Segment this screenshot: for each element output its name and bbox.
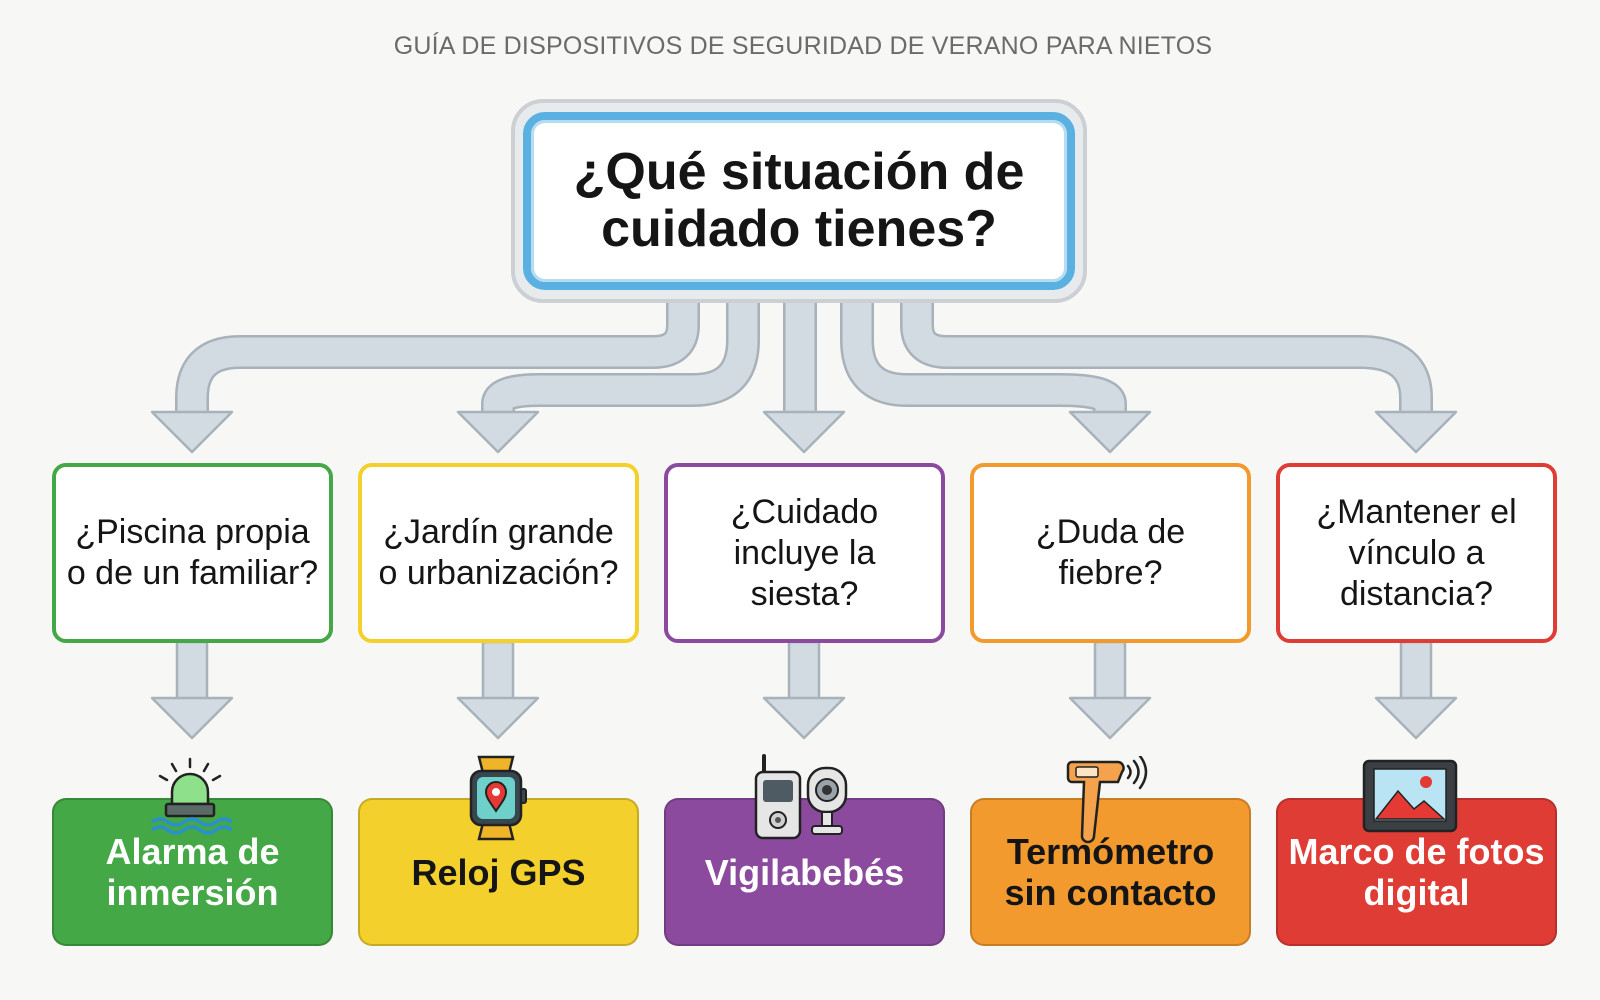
answer-box-immersion-alarm: Alarma de inmersión [52,798,333,946]
answer-gps-watch: Reloj GPS [411,851,586,893]
root-question-box: ¿Qué situación de cuidado tienes? [523,112,1075,290]
question-box-fever: ¿Duda de fiebre? [970,463,1251,643]
question-distance: ¿Mantener el vínculo a distancia? [1316,492,1517,613]
question-box-garden: ¿Jardín grande o urbanización? [358,463,639,643]
answer-thermometer: Termómetro sin contacto [1004,831,1217,913]
immersion-alarm-icon [150,757,232,835]
question-nap: ¿Cuidado incluye la siesta? [730,492,879,613]
baby-monitor-icon [754,754,848,840]
root-question: ¿Qué situación de cuidado tienes? [573,143,1025,258]
answer-box-baby-monitor: Vigilabebés [664,798,945,946]
question-fever: ¿Duda de fiebre? [1035,513,1186,592]
thermometer-icon [1066,756,1148,844]
answer-box-thermometer: Termómetro sin contacto [970,798,1251,946]
answer-photo-frame: Marco de fotos digital [1288,831,1545,913]
gps-watch-icon [469,755,527,841]
question-box-pool: ¿Piscina propia o de un familiar? [52,463,333,643]
photo-frame-icon [1362,759,1458,833]
question-box-nap: ¿Cuidado incluye la siesta? [664,463,945,643]
answer-baby-monitor: Vigilabebés [704,851,905,893]
answer-immersion-alarm: Alarma de inmersión [105,831,280,913]
question-box-distance: ¿Mantener el vínculo a distancia? [1276,463,1557,643]
answer-box-photo-frame: Marco de fotos digital [1276,798,1557,946]
page-title: GUÍA DE DISPOSITIVOS DE SEGURIDAD DE VER… [393,32,1213,60]
question-garden: ¿Jardín grande o urbanización? [378,513,619,592]
question-pool: ¿Piscina propia o de un familiar? [66,513,319,592]
